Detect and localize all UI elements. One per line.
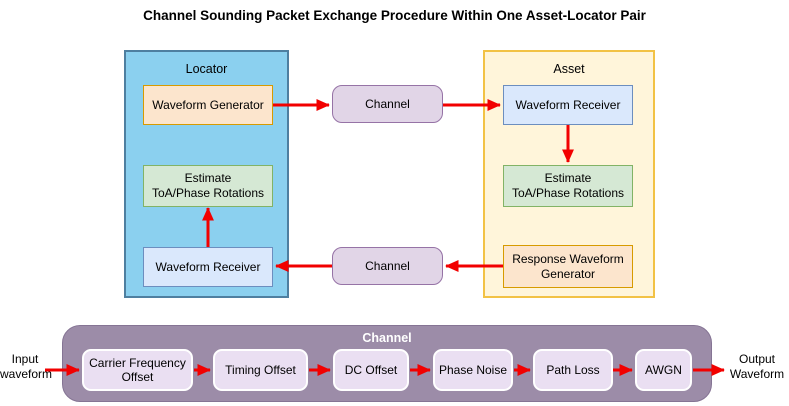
channel-chain-title: Channel (362, 331, 412, 345)
locator-waveform-generator-label: Waveform Generator (152, 97, 264, 112)
channel-bottom-label: Channel (365, 259, 410, 273)
stage-dc-offset: DC Offset (333, 349, 409, 391)
stage-dc-offset-label: DC Offset (344, 362, 398, 377)
channel-chain-container: Channel Carrier Frequency Offset Timing … (62, 325, 712, 402)
stage-carrier-frequency-offset: Carrier Frequency Offset (82, 349, 193, 391)
locator-estimate-label: Estimate ToA/Phase Rotations (151, 171, 265, 200)
asset-waveform-receiver-box: Waveform Receiver (503, 85, 633, 125)
output-waveform-label: Output Waveform (729, 352, 785, 381)
channel-top-label: Channel (365, 97, 410, 111)
diagram-title: Channel Sounding Packet Exchange Procedu… (143, 8, 646, 23)
asset-response-generator-box: Response Waveform Generator (503, 245, 633, 288)
locator-container: Locator Waveform Generator Estimate ToA/… (124, 50, 289, 298)
asset-waveform-receiver-label: Waveform Receiver (515, 97, 621, 112)
input-waveform-label: Input waveform (0, 352, 53, 381)
locator-waveform-receiver-label: Waveform Receiver (155, 259, 261, 274)
stage-timing-offset: Timing Offset (213, 349, 308, 391)
locator-label: Locator (185, 62, 228, 76)
asset-container: Asset Waveform Receiver Estimate ToA/Pha… (483, 50, 655, 298)
stage-carrier-frequency-offset-label: Carrier Frequency Offset (89, 355, 186, 384)
locator-waveform-generator-box: Waveform Generator (143, 85, 273, 125)
stage-phase-noise-label: Phase Noise (438, 362, 508, 377)
stage-phase-noise: Phase Noise (433, 349, 513, 391)
stage-awgn-label: AWGN (645, 362, 682, 377)
asset-response-generator-label: Response Waveform Generator (512, 251, 624, 281)
locator-waveform-receiver-box: Waveform Receiver (143, 247, 273, 287)
channel-bottom-box: Channel (332, 247, 443, 285)
stage-timing-offset-label: Timing Offset (225, 362, 296, 377)
stage-awgn: AWGN (635, 349, 692, 391)
asset-estimate-label: Estimate ToA/Phase Rotations (511, 171, 625, 200)
asset-estimate-box: Estimate ToA/Phase Rotations (503, 165, 633, 207)
asset-label: Asset (553, 62, 585, 76)
stage-path-loss-label: Path Loss (546, 362, 600, 377)
channel-top-box: Channel (332, 85, 443, 123)
stage-path-loss: Path Loss (533, 349, 613, 391)
locator-estimate-box: Estimate ToA/Phase Rotations (143, 165, 273, 207)
